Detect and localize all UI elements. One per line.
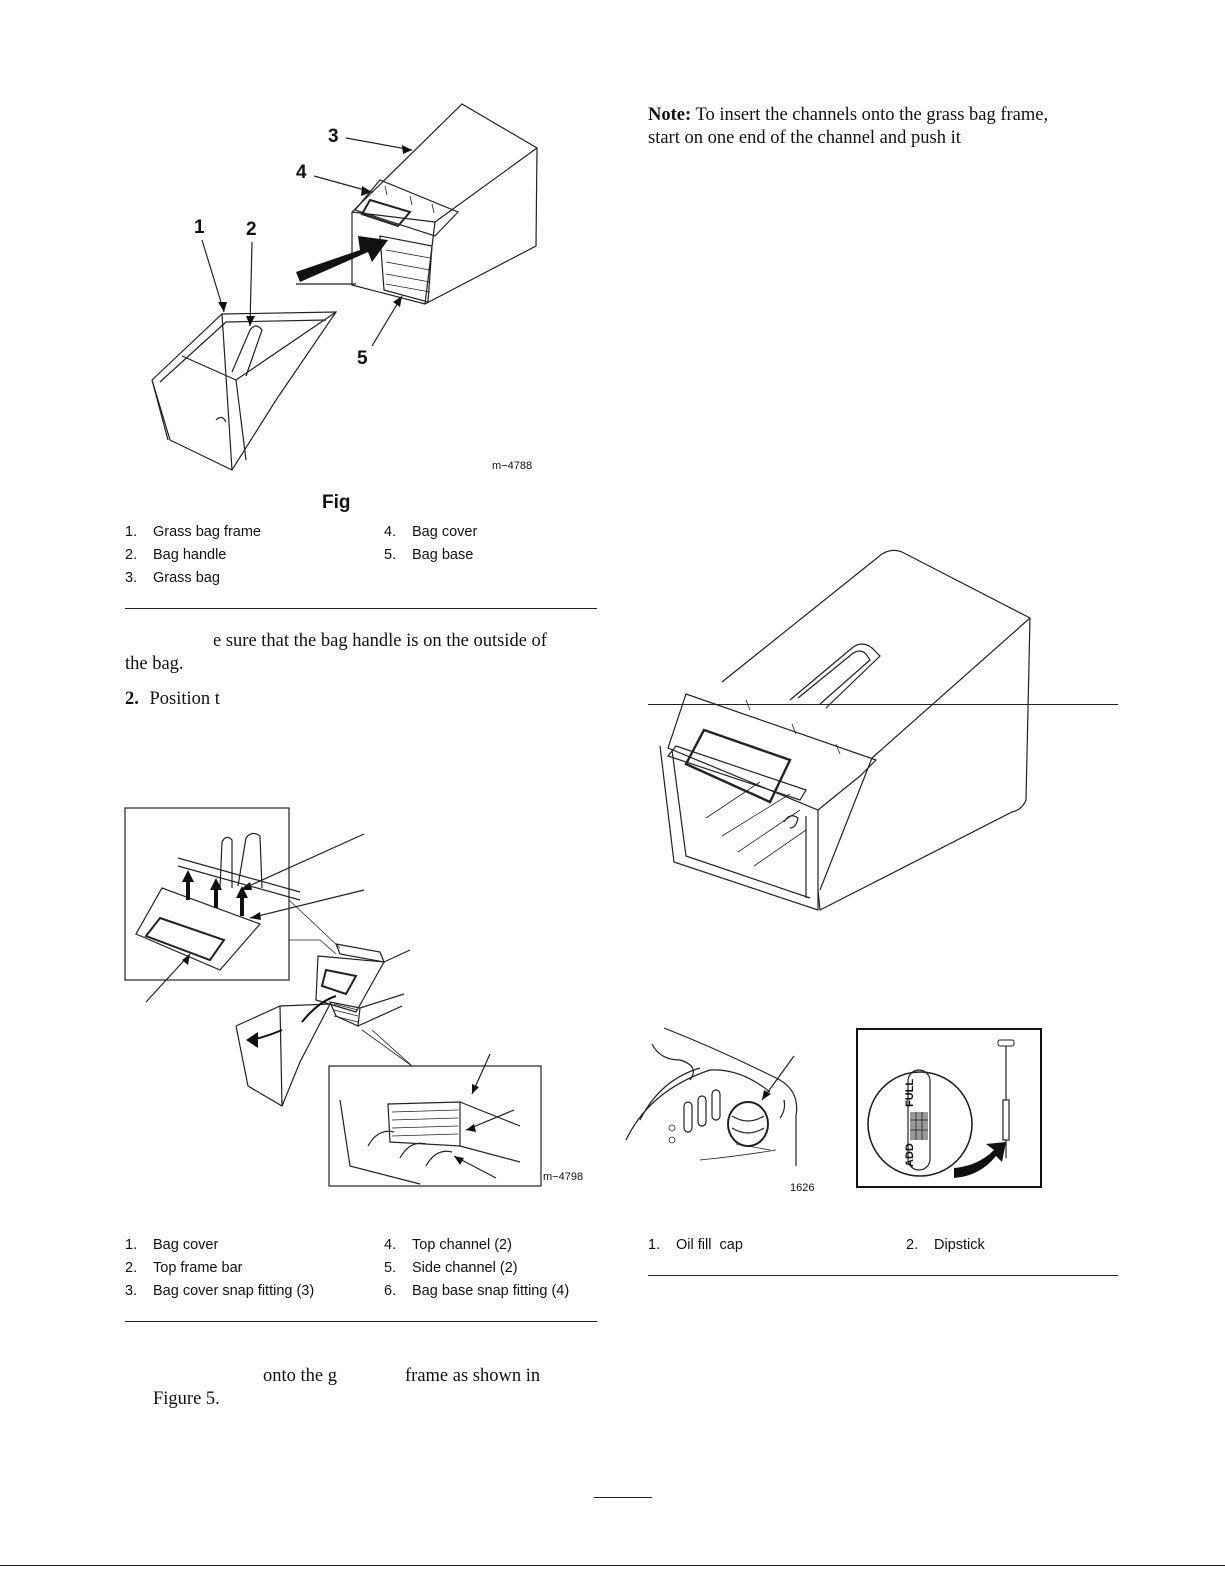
legend-label: Grass bag frame	[153, 524, 261, 540]
legend-item: 3. Bag cover snap fitting (3)	[125, 1280, 314, 1303]
legend-label: Bag cover	[153, 1237, 219, 1253]
note-label: Note:	[648, 105, 692, 125]
legend-label: Top channel (2)	[412, 1237, 512, 1253]
legend-number: 6.	[384, 1283, 397, 1299]
legend-number: 1.	[648, 1237, 661, 1253]
legend-label: Side channel (2)	[412, 1260, 518, 1276]
legend-number: 1.	[125, 1237, 138, 1253]
legend-number: 2.	[906, 1237, 919, 1253]
figure-caption: Fig	[322, 492, 351, 513]
instruction-line: Figure 5.	[153, 1389, 220, 1409]
legend-number: 2.	[125, 1260, 138, 1276]
figure-code: 1626	[790, 1182, 815, 1194]
legend-number: 1.	[125, 524, 138, 540]
section-divider	[125, 608, 597, 609]
legend-label: Oil fill cap	[676, 1237, 743, 1253]
callout-3: 3	[328, 126, 339, 147]
instruction-text: onto the g frame as shown in Figure 5.	[153, 1365, 593, 1411]
instruction-text: e sure that the bag handle is on the out…	[125, 630, 605, 676]
legend-item: 3. Grass bag	[125, 567, 220, 590]
legend-number: 3.	[125, 1283, 138, 1299]
callout-4: 4	[296, 162, 307, 183]
legend-item: 6. Bag base snap fitting (4)	[384, 1280, 569, 1303]
section-divider	[648, 704, 1118, 705]
page-bottom-rule	[0, 1565, 1225, 1566]
dipstick-inset: FULL ADD	[856, 1028, 1042, 1188]
dipstick-full-label: FULL	[904, 1078, 916, 1108]
oil-fill-cap-illustration	[625, 1027, 798, 1166]
legend-number: 3.	[125, 570, 138, 586]
legend-item: 1. Bag cover	[125, 1234, 218, 1257]
callout-1: 1	[194, 217, 205, 238]
legend-number: 5.	[384, 1260, 397, 1276]
dipstick-add-label: ADD	[904, 1143, 916, 1167]
legend-item: 5. Bag base	[384, 544, 473, 567]
callout-5: 5	[357, 348, 368, 369]
legend-number: 5.	[384, 547, 397, 563]
section-divider	[125, 1321, 597, 1322]
legend-item: 2. Top frame bar	[125, 1257, 242, 1280]
callout-2: 2	[246, 219, 257, 240]
instruction-line: e sure that the bag handle is on the out…	[213, 631, 547, 651]
note-line: start on one end of the channel and push…	[648, 128, 961, 148]
legend-number: 2.	[125, 547, 138, 563]
figure-code: m−4798	[543, 1171, 584, 1183]
step-number: 2.	[125, 689, 139, 709]
legend-label: Bag base snap fitting (4)	[412, 1283, 570, 1299]
step-2: 2. Position t	[125, 688, 220, 711]
legend-label: Top frame bar	[153, 1260, 243, 1276]
page-number-rule	[594, 1497, 652, 1498]
bag-cover-base-illustration	[124, 807, 542, 1187]
instruction-line: the bag.	[125, 654, 184, 674]
legend-number: 4.	[384, 1237, 397, 1253]
legend-label: Bag base	[412, 547, 474, 563]
legend-label: Bag cover snap fitting (3)	[153, 1283, 315, 1299]
note-block: Note: To insert the channels onto the gr…	[648, 104, 1118, 150]
legend-label: Bag handle	[153, 547, 227, 563]
legend-label: Grass bag	[153, 570, 220, 586]
legend-item: 4. Top channel (2)	[384, 1234, 512, 1257]
legend-label: Bag cover	[412, 524, 478, 540]
legend-label: Dipstick	[934, 1237, 985, 1253]
dipstick-illustration	[867, 1039, 1015, 1178]
legend-number: 4.	[384, 524, 397, 540]
note-line: Note: To insert the channels onto the gr…	[648, 104, 1118, 127]
legend-item: 2. Bag handle	[125, 544, 226, 567]
legend-item: 2. Dipstick	[906, 1234, 985, 1257]
section-divider	[648, 1275, 1118, 1276]
instruction-fragment: frame as shown in	[405, 1366, 541, 1386]
legend-item: 4. Bag cover	[384, 521, 477, 544]
grass-bag-assembly-illustration	[151, 103, 538, 471]
legend-item: 1. Grass bag frame	[125, 521, 261, 544]
legend-item: 5. Side channel (2)	[384, 1257, 518, 1280]
instruction-line: onto the g frame as shown in	[153, 1365, 593, 1388]
grass-bag-installed-illustration	[659, 549, 1031, 911]
legend-item: 1. Oil fill cap	[648, 1234, 743, 1257]
note-text: To insert the channels onto the grass ba…	[695, 105, 1049, 125]
step-text: Position t	[149, 689, 220, 709]
instruction-fragment: onto the g	[263, 1366, 337, 1386]
figure-code: m−4788	[492, 460, 533, 472]
